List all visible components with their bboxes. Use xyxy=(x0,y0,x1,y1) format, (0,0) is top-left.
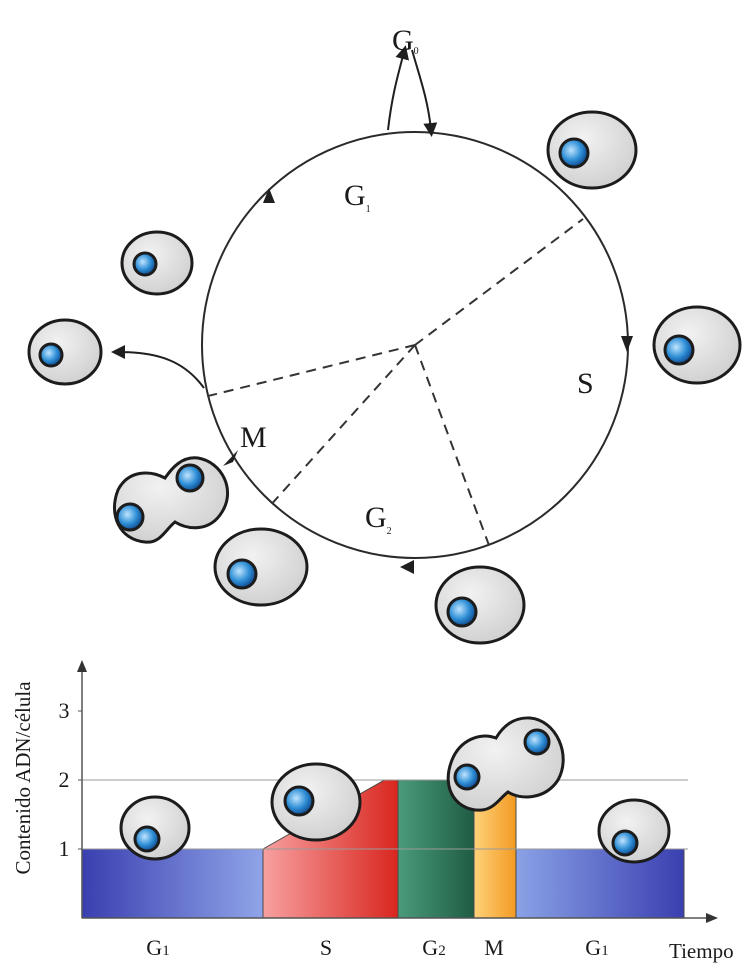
cell-icon xyxy=(546,110,638,190)
cells xyxy=(27,110,742,645)
y-axis-arrow-icon xyxy=(77,660,87,672)
dna-content-chart: 1 2 3 Contenido ADN/célula G1 S G2 M G1 Tiempo xyxy=(11,660,734,963)
cell-icon xyxy=(27,318,103,386)
y-axis-title: Contenido ADN/célula xyxy=(11,681,35,875)
y-tick-label: 3 xyxy=(59,698,70,723)
arrow-upper-left-icon xyxy=(263,188,275,203)
phase-block-1 xyxy=(81,848,264,919)
divider-m-g1 xyxy=(203,344,416,398)
cell-icon xyxy=(270,762,362,842)
y-ticks: 1 2 3 xyxy=(59,698,82,861)
g2-label: G2 xyxy=(365,501,392,537)
x-phase-label: G1 xyxy=(585,935,608,960)
x-phase-label: S xyxy=(320,935,332,960)
cycle-arrows xyxy=(223,188,633,574)
divider-g2-m xyxy=(267,344,416,509)
divider-g1-s xyxy=(414,218,584,346)
dividing-cell-icon xyxy=(446,716,565,812)
cell-icon xyxy=(434,565,526,645)
x-axis-title: Tiempo xyxy=(669,939,734,963)
cell-icon xyxy=(652,305,742,385)
g0-label: G0 xyxy=(392,24,419,57)
cycle-diagram: G0 G1 S G2 M xyxy=(111,24,633,574)
cell-icon xyxy=(213,527,309,607)
x-phase-label: M xyxy=(484,935,504,960)
s-label: S xyxy=(577,367,594,400)
x-phase-label: G1 xyxy=(146,935,169,960)
x-axis-arrow-icon xyxy=(706,913,718,923)
arrow-lower-left-icon xyxy=(223,450,238,466)
arrow-right-icon xyxy=(621,336,633,352)
phase-dividers xyxy=(203,218,584,549)
arrow-bottom-icon xyxy=(400,560,414,574)
dividing-cell-icon xyxy=(112,456,230,544)
g0-return-arrow xyxy=(411,49,438,137)
g0-exit-arrow xyxy=(387,45,410,131)
chart-cells xyxy=(119,716,671,864)
g1-label: G1 xyxy=(344,179,371,215)
cell-icon xyxy=(120,230,194,296)
x-phase-labels: G1 S G2 M G1 xyxy=(146,935,608,960)
y-tick-label: 1 xyxy=(59,836,70,861)
divider-s-g2 xyxy=(414,344,491,549)
cell-icon xyxy=(119,795,191,861)
daughter-exit-arrow xyxy=(111,345,205,389)
x-phase-label: G2 xyxy=(422,935,445,960)
y-tick-label: 2 xyxy=(59,767,70,792)
m-label: M xyxy=(240,421,267,454)
phase-block-5 xyxy=(515,848,685,919)
cell-icon xyxy=(597,798,671,864)
